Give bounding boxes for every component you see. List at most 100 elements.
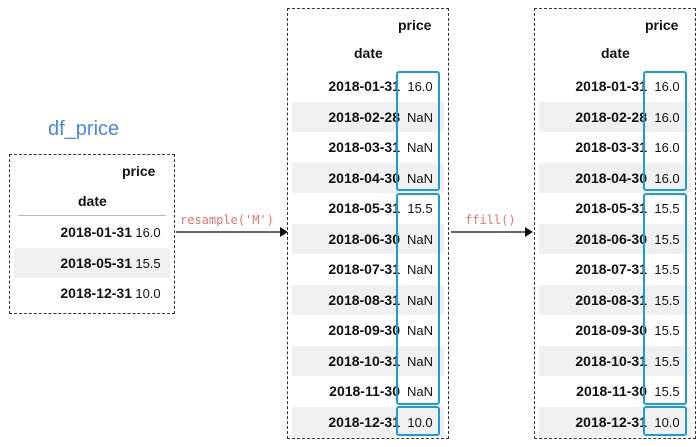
date-index-header: date [601,45,630,61]
row-date: 2018-09-30 [575,322,647,338]
row-price: 16.0 [654,79,680,94]
table-row: 2018-12-31 10.0 [292,406,444,437]
row-date: 2018-12-31 [60,285,132,301]
row-date: 2018-11-30 [329,383,400,399]
row-date: 2018-01-31 [575,78,647,94]
df-price-title: df_price [48,118,120,140]
table-row: 2018-06-30 15.5 [539,223,691,254]
row-price: NaN [406,323,433,338]
date-index-header: date [78,193,107,209]
row-price: NaN [406,292,433,308]
table-row: 2018-05-31 15.5 [539,193,691,223]
row-price: 15.5 [654,201,680,216]
row-date: 2018-05-31 [328,200,400,216]
table-row: 2018-03-31 NaN [292,132,444,162]
row-price: NaN [406,262,433,277]
table-row: 2018-08-31 15.5 [539,284,691,315]
row-price: 15.5 [654,353,680,369]
table-row: 2018-02-28 16.0 [539,101,691,132]
table-row: 2018-04-30 16.0 [539,162,691,193]
row-date: 2018-02-28 [575,108,647,125]
resample-arrow [176,227,288,237]
table-row: 2018-05-31 15.5 [292,193,444,223]
row-date: 2018-10-31 [328,352,400,369]
group-highlight-may-nov [643,193,687,405]
table-row: 2018-11-30 NaN [292,376,444,406]
table-row: 2018-09-30 NaN [292,315,444,345]
price-column-header: price [122,163,156,179]
row-date: 2018-06-30 [575,230,647,247]
table-row: 2018-01-31 16.0 [292,71,444,101]
row-date: 2018-12-31 [575,413,647,430]
table-row: 2018-10-31 NaN [292,345,444,376]
row-price: NaN [406,140,433,155]
group-highlight-jan-apr [643,71,687,191]
row-date: 2018-02-28 [328,108,400,125]
row-date: 2018-09-30 [328,322,400,338]
row-price: 15.5 [654,384,680,399]
row-price: 15.5 [135,255,161,271]
date-index-header: date [354,45,383,61]
price-column-header: price [398,17,432,33]
row-date: 2018-01-31 [60,224,132,240]
table-row: 2018-02-28 NaN [292,101,444,132]
row-price: NaN [406,170,433,186]
row-date: 2018-11-30 [576,383,647,399]
row-date: 2018-06-30 [328,230,400,247]
row-price: NaN [406,353,433,369]
row-price: 15.5 [654,323,680,338]
row-date: 2018-01-31 [328,78,400,94]
row-price: 16.0 [654,170,680,186]
row-price: NaN [406,231,433,247]
ffill-label: ffill() [465,213,516,227]
row-price: 15.5 [407,201,433,216]
row-date: 2018-10-31 [575,352,647,369]
row-date: 2018-05-31 [575,200,647,216]
group-highlight-jan-apr [396,71,440,191]
row-price: 15.5 [654,262,680,277]
price-column-header: price [645,17,679,33]
row-price: 16.0 [407,79,433,94]
table-row: 2018-08-31 NaN [292,284,444,315]
table-row: 2018-07-31 NaN [292,254,444,284]
row-price: 16.0 [654,109,680,125]
table-row: 2018-01-31 16.0 [539,71,691,101]
row-price: NaN [406,384,433,399]
row-date: 2018-04-30 [575,169,647,186]
ffill-arrow [451,227,533,237]
row-price: 10.0 [407,414,433,430]
row-date: 2018-07-31 [328,261,400,277]
group-highlight-may-nov [396,193,440,405]
table-row: 2018-12-31 10.0 [539,406,691,437]
row-date: 2018-12-31 [328,413,400,430]
table-row: 2018-11-30 15.5 [539,376,691,406]
table-row: 2018-07-31 15.5 [539,254,691,284]
row-price: 16.0 [135,225,161,240]
row-date: 2018-04-30 [328,169,400,186]
row-date: 2018-05-31 [60,254,132,271]
header-divider [18,215,166,216]
row-price: 10.0 [135,286,161,301]
table-row: 2018-04-30 NaN [292,162,444,193]
row-price: NaN [406,109,433,125]
row-date: 2018-03-31 [328,139,400,155]
group-highlight-dec [396,406,440,436]
row-price: 15.5 [654,292,680,308]
row-date: 2018-07-31 [575,261,647,277]
row-date: 2018-08-31 [328,291,400,308]
row-date: 2018-03-31 [575,139,647,155]
table-row: 2018-06-30 NaN [292,223,444,254]
row-price: 10.0 [654,414,680,430]
table-row: 2018-09-30 15.5 [539,315,691,345]
table-row: 2018-03-31 16.0 [539,132,691,162]
row-price: 16.0 [654,140,680,155]
group-highlight-dec [643,406,687,436]
row-price: 15.5 [654,231,680,247]
row-date: 2018-08-31 [575,291,647,308]
